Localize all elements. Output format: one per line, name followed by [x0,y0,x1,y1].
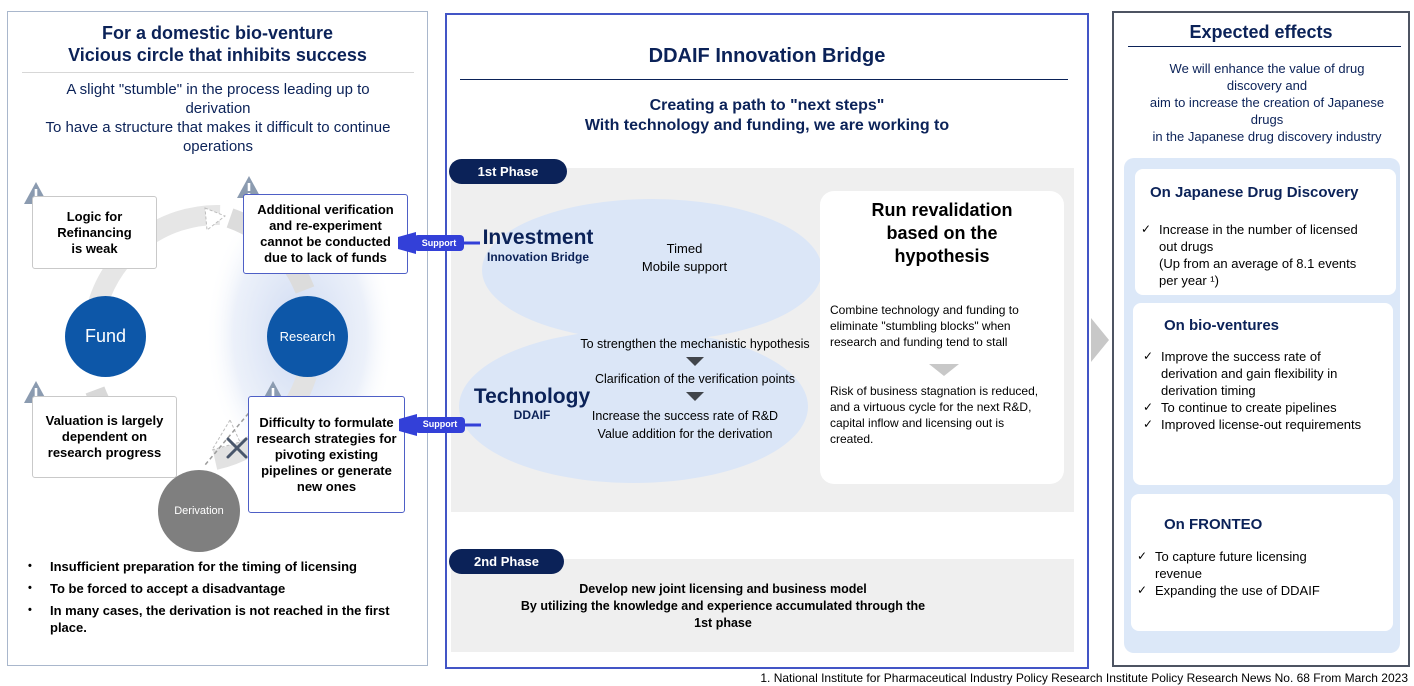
support-label: Support [422,419,458,429]
arrow-down-icon [686,357,704,366]
left-panel-subtitle: A slight "stumble" in the process leadin… [45,81,391,155]
arrow-down-icon [686,392,704,401]
left-consequences-list: Insufficient preparation for the timing … [28,558,408,641]
step-text: Clarification of the verification points [594,372,796,386]
list-item: Improved license-out requirements [1141,416,1391,433]
support-arrow-top [398,232,480,254]
revalidation-text-1: Combine technology and funding to elimin… [830,303,1019,349]
technology-title: Technology [473,385,591,408]
center-panel-title: DDAIF Innovation Bridge [648,45,886,67]
step-text-group: Increase the success rate of R&D Value a… [591,409,779,441]
list-item: In many cases, the derivation is not rea… [28,602,408,636]
phase2-label: 2nd Phase [449,549,564,574]
callout-strategy: Difficulty to formulate research strateg… [248,396,405,513]
left-title-divider [22,72,414,73]
effect-card-title: On bio-ventures [1164,317,1280,334]
list-item: To continue to create pipelines [1141,399,1391,416]
cycle-arrow-head-top [204,207,226,231]
revalidation-card [820,191,1064,484]
list-item: To capture future licensing revenue [1135,548,1385,582]
right-panel-title: Expected effects [1189,22,1333,42]
derivation-dashed-route [204,407,254,466]
effect-checklist: Increase in the number of licensed out d… [1139,221,1391,289]
center-panel-subtitle: Creating a path to "next steps" With tec… [584,97,950,134]
phase1-label: 1st Phase [449,159,567,184]
effect-card-japanese-drug-discovery: On Japanese Drug Discovery Increase in t… [1135,169,1396,295]
investment-title: Investment [482,226,594,249]
research-node: Research [267,296,348,377]
investment-ellipse [482,199,822,341]
technology-ellipse [459,330,808,483]
center-title-divider [460,79,1068,80]
list-item: Improve the success rate of derivation a… [1141,348,1391,399]
effect-card-title: On FRONTEO [1164,516,1263,533]
effect-card-fronteo: On FRONTEO To capture future licensing r… [1131,494,1393,631]
cross-mark-icon [226,437,248,459]
support-label: Support [421,238,457,248]
step-text: To strengthen the mechanistic hypothesis [580,337,810,351]
support-arrow-bottom [399,414,481,436]
phase2-text: Develop new joint licensing and business… [520,582,926,630]
footnote: 1. National Institute for Pharmaceutical… [760,671,1408,685]
callout-verification: Additional verification and re-experimen… [243,194,408,274]
effect-card-title: On Japanese Drug Discovery [1150,184,1359,201]
list-item: Increase in the number of licensed out d… [1139,221,1391,289]
investment-subtitle: Innovation Bridge [487,250,589,264]
timed-support-text: Timed Mobile support [641,241,728,274]
effect-card-bio-ventures: On bio-ventures Improve the success rate… [1133,303,1393,485]
right-title-divider [1128,46,1401,47]
effect-checklist: To capture future licensing revenue Expa… [1135,548,1385,599]
derivation-node: Derivation [158,470,240,552]
revalidation-text-2: Risk of business stagnation is reduced, … [830,384,1039,446]
arrow-down-icon [929,364,959,376]
chevron-right-icon [1091,318,1109,362]
list-item: Insufficient preparation for the timing … [28,558,408,575]
list-item: Expanding the use of DDAIF [1135,582,1385,599]
fund-node: Fund [65,296,146,377]
effect-checklist: Improve the success rate of derivation a… [1141,348,1391,433]
right-intro-text: We will enhance the value of drug discov… [1149,61,1385,144]
callout-refinancing: Logic for Refinancing is weak [32,196,157,269]
left-panel-title: For a domestic bio-venture Vicious circl… [68,23,367,65]
revalidation-title: Run revalidation based on the hypothesis [871,200,1013,266]
callout-valuation: Valuation is largely dependent on resear… [32,396,177,478]
list-item: To be forced to accept a disadvantage [28,580,408,597]
phase2-area [451,559,1074,652]
technology-subtitle: DDAIF [513,408,551,422]
